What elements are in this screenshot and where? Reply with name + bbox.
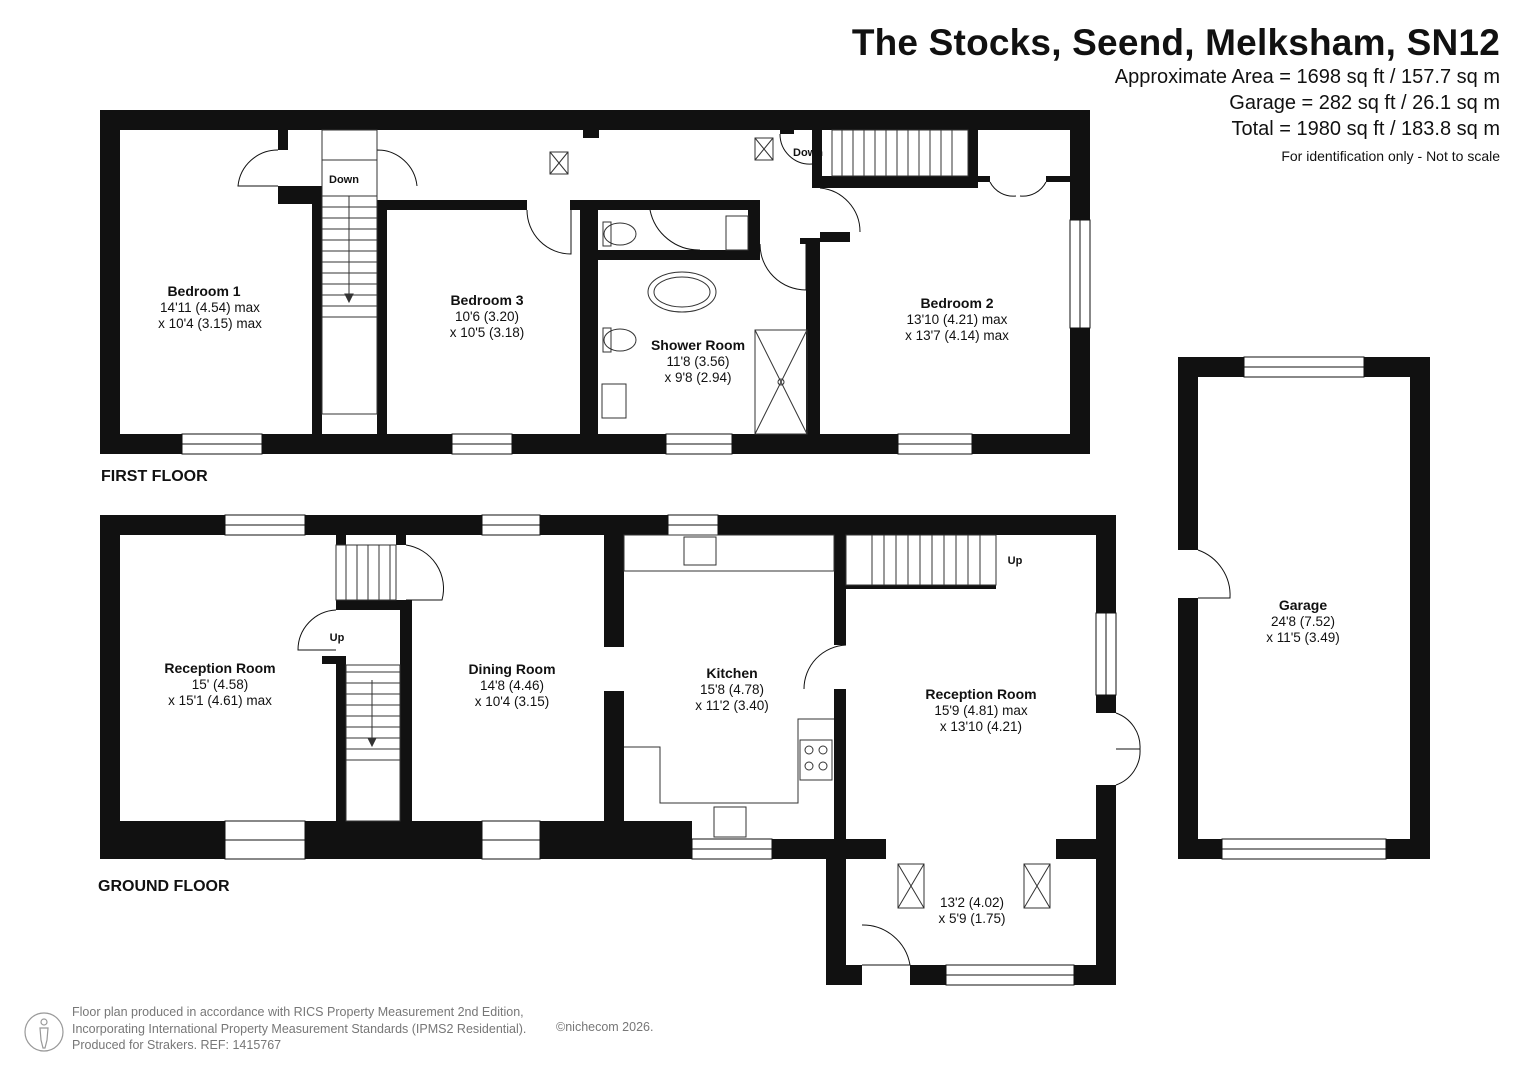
bedroom2-dim1: 13'10 (4.21) max [907, 312, 1008, 327]
total-area: Total = 1980 sq ft / 183.8 sq m [1231, 118, 1501, 140]
brand-mark: ©nichecom 2026. [556, 1020, 654, 1034]
bedroom1-name: Bedroom 1 [167, 283, 240, 299]
ff-bottom-wall [732, 434, 898, 454]
ground-stair-treads [345, 535, 981, 761]
stair-up-right-label: Up [1008, 555, 1023, 567]
ff-bottom-wall [262, 434, 452, 454]
shower-dim1: 11'8 (3.56) [666, 354, 729, 369]
reception2-dim2: x 13'10 (4.21) [940, 719, 1022, 734]
porch-dim1: 13'2 (4.02) [940, 895, 1004, 910]
approx-area: Approximate Area = 1698 sq ft / 157.7 sq… [1114, 66, 1500, 88]
footer-notes: Floor plan produced in accordance with R… [72, 1004, 526, 1054]
footer-line2: Incorporating International Property Mea… [72, 1021, 527, 1036]
stair-down-left-label: Down [329, 174, 359, 186]
ff-top-wall [100, 110, 1090, 130]
bedroom3-dim2: x 10'5 (3.18) [450, 325, 525, 340]
dining-dim2: x 10'4 (3.15) [475, 694, 550, 709]
kitchen-dim1: 15'8 (4.78) [700, 682, 764, 697]
reception2-dim1: 15'9 (4.81) max [934, 703, 1028, 718]
footer-line1: Floor plan produced in accordance with R… [72, 1005, 524, 1019]
bedroom3-dim1: 10'6 (3.20) [455, 309, 519, 324]
garage-dim2: x 11'5 (3.49) [1266, 630, 1340, 645]
fixtures [549, 137, 1051, 909]
room-labels: Bedroom 1 14'11 (4.54) max x 10'4 (3.15)… [158, 147, 1340, 926]
bedroom2-name: Bedroom 2 [920, 295, 993, 311]
stairs [321, 129, 997, 822]
reception1-dim1: 15' (4.58) [192, 677, 249, 692]
ff-right-wall [1070, 328, 1090, 454]
property-title: The Stocks, Seend, Melksham, SN12 [851, 22, 1500, 63]
walls [100, 110, 1430, 985]
ground-floor-label: GROUND FLOOR [98, 878, 230, 895]
bedroom3-name: Bedroom 3 [450, 292, 523, 308]
ff-left-wall [100, 110, 120, 454]
shower-dim2: x 9'8 (2.94) [664, 370, 731, 385]
bedroom1-dim2: x 10'4 (3.15) max [158, 316, 262, 331]
shower-name: Shower Room [651, 337, 745, 353]
garage-name: Garage [1279, 597, 1327, 613]
garage-area: Garage = 282 sq ft / 26.1 sq m [1229, 92, 1500, 114]
ff-bottom-wall [100, 434, 182, 454]
ff-bottom-wall [972, 434, 1090, 454]
reception1-name: Reception Room [164, 660, 275, 676]
bedroom2-dim2: x 13'7 (4.14) max [905, 328, 1009, 343]
disclaimer: For identification only - Not to scale [1281, 148, 1500, 164]
bedroom1-dim1: 14'11 (4.54) max [160, 300, 260, 315]
dining-dim1: 14'8 (4.46) [480, 678, 544, 693]
porch-dim2: x 5'9 (1.75) [938, 911, 1005, 926]
footer-line3: Produced for Strakers. REF: 1415767 [72, 1038, 282, 1052]
dining-name: Dining Room [468, 661, 555, 677]
ff-right-wall [1070, 110, 1090, 220]
reception1-dim2: x 15'1 (4.61) max [168, 693, 272, 708]
person-icon [24, 1012, 64, 1052]
stair-down-right-label: Down [793, 147, 823, 159]
kitchen-dim2: x 11'2 (3.40) [695, 698, 769, 713]
windows [181, 219, 1387, 986]
ff-bottom-wall [512, 434, 666, 454]
kitchen-name: Kitchen [706, 665, 757, 681]
stair-up-left-label: Up [330, 632, 345, 644]
reception2-name: Reception Room [925, 686, 1036, 702]
first-floor-label: FIRST FLOOR [101, 468, 208, 485]
doors [237, 133, 1231, 966]
plan-header: The Stocks, Seend, Melksham, SN12 Approx… [852, 22, 1500, 164]
garage-dim1: 24'8 (7.52) [1271, 614, 1335, 629]
